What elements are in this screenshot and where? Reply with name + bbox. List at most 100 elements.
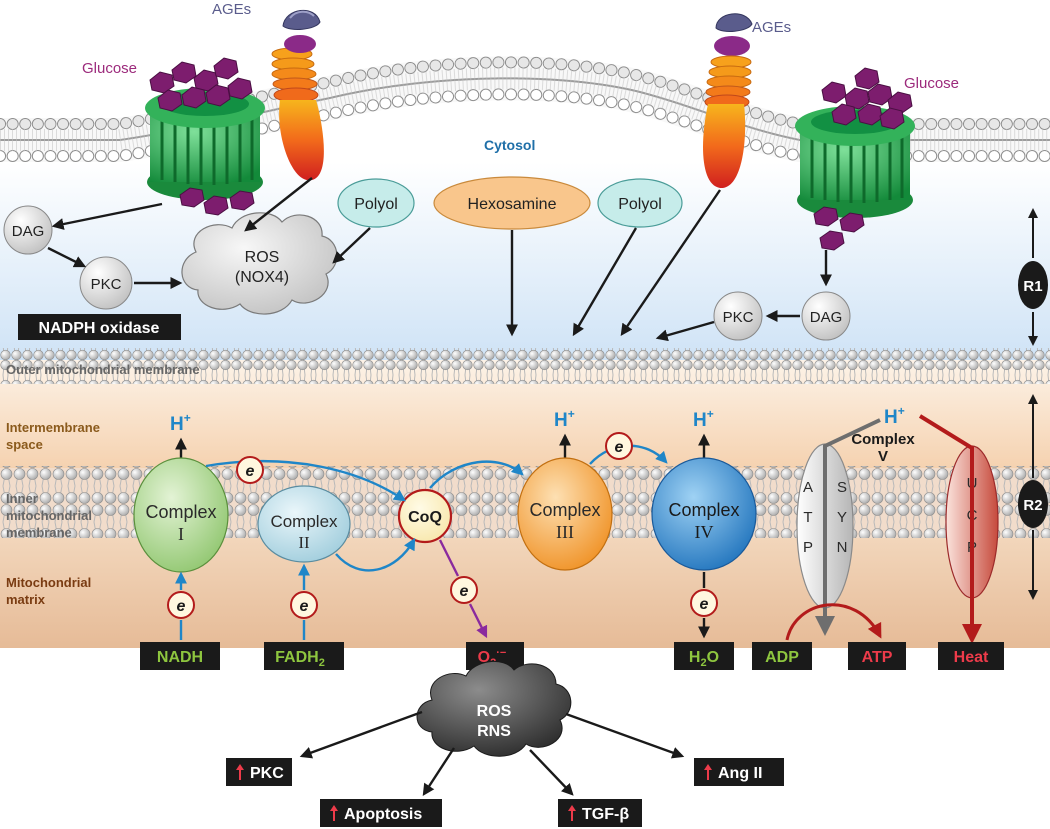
proton-labels: H+ H+ H+ H+	[170, 404, 905, 435]
complex-iii-label-b: III	[556, 522, 574, 542]
outcome-ang-label: Ang II	[718, 765, 762, 782]
dag-right-node	[801, 291, 851, 341]
atp-synthase: A T P S Y N	[785, 418, 882, 641]
glucose-molecules-left	[149, 57, 255, 216]
atp-syn-left-p: P	[803, 539, 813, 556]
arrow-polyol-to-ros	[332, 227, 371, 264]
rage-receptor-left	[271, 9, 324, 181]
superoxide-arrow-upper	[438, 539, 460, 577]
pkc-left-node	[79, 256, 133, 310]
h2o-box	[674, 642, 734, 670]
arrow-glucose-to-dag	[51, 202, 163, 230]
svg-text:e: e	[177, 598, 186, 615]
svg-text:e: e	[300, 598, 309, 615]
inner-membrane-label-3: membrane	[6, 525, 72, 540]
ros-nox4-line1: ROS	[245, 249, 280, 266]
up-arrow-icon	[236, 764, 244, 780]
electron-badges: e e e e e e	[167, 432, 718, 619]
outcome-pkc-label: PKC	[250, 765, 284, 782]
ages-right-label: AGEs	[752, 19, 791, 36]
inner-membrane-label-2: mitochondrial	[6, 508, 92, 523]
nadph-oxidase-label: NADPH oxidase	[39, 320, 160, 337]
ucp-proton-arrow	[918, 414, 982, 644]
dag-left-label: DAG	[12, 223, 45, 240]
outcome-pkc-box	[226, 758, 292, 786]
complex-ii: Complex II	[257, 485, 351, 563]
heat-box	[938, 642, 1004, 670]
h2o-label: H2O	[689, 649, 719, 669]
fadh2-box	[264, 642, 344, 670]
adp-box	[752, 642, 812, 670]
hexosamine-label: Hexosamine	[468, 196, 557, 213]
nadh-label: NADH	[157, 649, 203, 666]
r2-marker: R2	[1018, 394, 1048, 600]
ros-rns-cloud	[416, 660, 572, 757]
arrow-dag-to-pkc	[47, 246, 87, 268]
up-arrow-icon	[568, 805, 576, 821]
arrow-to-tgf	[529, 749, 574, 796]
complex-iii-label-a: Complex	[529, 500, 600, 520]
polyol-right-node	[597, 178, 683, 228]
outcome-boxes: PKC Apoptosis TGF-β Ang II	[226, 758, 784, 827]
complex-iv-label-a: Complex	[668, 500, 739, 520]
arrow-rage-to-mito	[620, 189, 721, 336]
intermembrane-label-2: space	[6, 437, 43, 452]
electron-badge-nadh: e	[167, 591, 195, 619]
atp-syn-right-s: S	[837, 479, 847, 496]
svg-text:e: e	[460, 583, 469, 600]
ros-rns-line2: RNS	[477, 723, 511, 740]
up-arrow-icon	[704, 764, 712, 780]
atp-label: ATP	[862, 649, 893, 666]
matrix-label-2: matrix	[6, 592, 46, 607]
arrow-to-apoptosis	[422, 747, 456, 797]
h-plus-complex-i: H+	[170, 411, 191, 435]
atp-syn-right-y: Y	[837, 509, 847, 526]
cytosol-label: Cytosol	[484, 137, 535, 153]
nadph-oxidase-box	[18, 314, 181, 340]
hexosamine-node	[433, 176, 591, 230]
ros-nox4-cloud	[181, 212, 338, 315]
atp-box	[848, 642, 906, 670]
superoxide-arrow-lower	[468, 603, 488, 639]
arrow-pkc-to-mito	[655, 320, 715, 342]
coq: CoQ	[397, 488, 453, 544]
electron-badge-superoxide: e	[450, 576, 478, 604]
heat-label: Heat	[954, 649, 989, 666]
outcome-apoptosis-box	[320, 799, 442, 827]
rage-receptor-right	[703, 13, 753, 189]
arrow-rage-to-ros	[244, 177, 313, 232]
svg-text:e: e	[615, 439, 624, 456]
complex-i-label-a: Complex	[145, 502, 216, 522]
cytosol-arrows	[47, 177, 832, 342]
complex-iv: Complex IV	[651, 433, 757, 639]
electron-badge-h2o: e	[690, 589, 718, 617]
ros-nox4-line2: (NOX4)	[235, 269, 289, 286]
h-plus-complex-v: H+	[884, 404, 905, 428]
pkc-right-label: PKC	[723, 309, 754, 326]
complex-i-label-b: I	[178, 524, 184, 544]
ucp: U C P	[918, 414, 999, 644]
e-flow-complex-i-to-coq	[205, 460, 406, 502]
glucose-left-label: Glucose	[82, 60, 137, 77]
h-plus-complex-iv: H+	[693, 407, 714, 431]
pkc-right-node	[713, 291, 763, 341]
polyol-left-node	[337, 178, 415, 228]
glucose-transporter-right	[795, 106, 915, 218]
h-plus-complex-iii: H+	[554, 407, 575, 431]
e-flow-coq-to-complex-iii	[429, 460, 524, 489]
dag-left-node	[3, 205, 53, 255]
electron-badge-2: e	[605, 432, 633, 460]
atp-syn-left-a: A	[803, 479, 813, 496]
complex-ii-label-a: Complex	[270, 512, 338, 531]
complex-v-label-a: Complex	[851, 431, 915, 448]
glucose-right-label: Glucose	[904, 75, 959, 92]
ages-left-label: AGEs	[212, 1, 251, 18]
arrow-to-ang	[565, 712, 685, 759]
complex-v-label-b: V	[878, 448, 888, 465]
adp-to-atp-arrow	[785, 603, 882, 641]
r1-marker: R1	[1018, 208, 1048, 346]
r1-label: R1	[1023, 278, 1042, 295]
svg-text:e: e	[246, 463, 255, 480]
polyol-left-label: Polyol	[354, 196, 398, 213]
